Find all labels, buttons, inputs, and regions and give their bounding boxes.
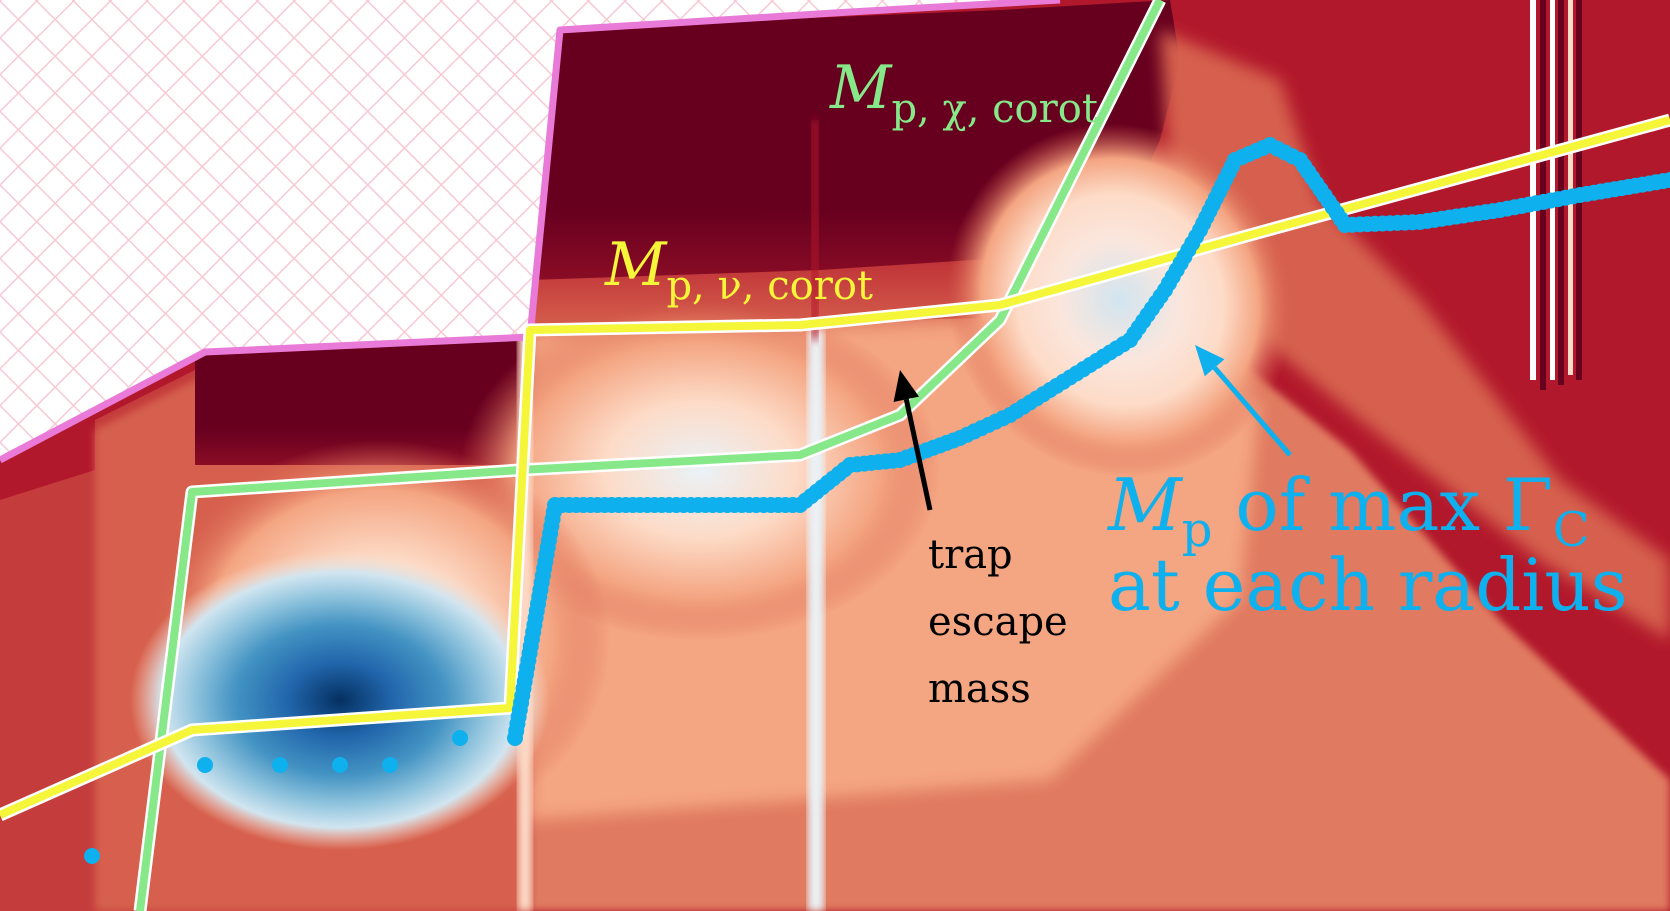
trap-label-line3: mass xyxy=(928,666,1031,712)
max-gamma-sub: p xyxy=(1182,502,1213,558)
max-gamma-dot xyxy=(1662,172,1670,188)
green-label-main: M xyxy=(829,53,893,123)
yellow-curve-label: Mp, ν, corot xyxy=(604,230,873,309)
invalid-region-hatch xyxy=(0,0,1060,460)
yellow-label-sub: p, ν, corot xyxy=(666,263,873,309)
green-curve-label: Mp, χ, corot xyxy=(829,53,1098,132)
yellow-label-main: M xyxy=(604,230,668,300)
trap-label: trap escape mass xyxy=(928,532,1080,712)
max-gamma-arrow-head xyxy=(1195,345,1225,377)
max-gamma-dot xyxy=(332,757,348,773)
max-gamma-dot xyxy=(382,757,398,773)
max-gamma-dot xyxy=(452,730,468,746)
max-gamma-rest-sub: C xyxy=(1553,502,1590,558)
arrow-layer xyxy=(893,345,1292,511)
max-gamma-label-line1: Mp of max ΓC xyxy=(1106,463,1590,558)
heatmap-trap-spike xyxy=(812,120,818,340)
heatmap-region-dark-left xyxy=(195,320,530,465)
max-gamma-arrow-shaft xyxy=(1212,366,1292,457)
trap-arrow-head xyxy=(893,370,919,403)
max-gamma-rest: of max Γ xyxy=(1212,463,1552,547)
max-gamma-dot xyxy=(272,757,288,773)
green-curve xyxy=(136,0,1164,911)
max-gamma-dot xyxy=(197,757,213,773)
trap-label-line2: escape xyxy=(928,599,1068,645)
yellow-curve xyxy=(0,116,1670,819)
max-gamma-label-line2: at each radius xyxy=(1108,543,1628,627)
trap-label-line1: trap xyxy=(928,532,1013,578)
max-gamma-dot xyxy=(84,848,100,864)
heatmap-region-diagonal xyxy=(1160,30,1670,640)
max-gamma-dots xyxy=(84,137,1670,864)
heatmap-blue-trough xyxy=(130,550,550,850)
green-label-sub: p, χ, corot xyxy=(891,86,1097,132)
boundary-line xyxy=(0,0,1061,464)
heatmap-trap-feature xyxy=(808,330,824,911)
max-gamma-main: M xyxy=(1106,463,1184,547)
trap-arrow-shaft xyxy=(903,398,933,511)
